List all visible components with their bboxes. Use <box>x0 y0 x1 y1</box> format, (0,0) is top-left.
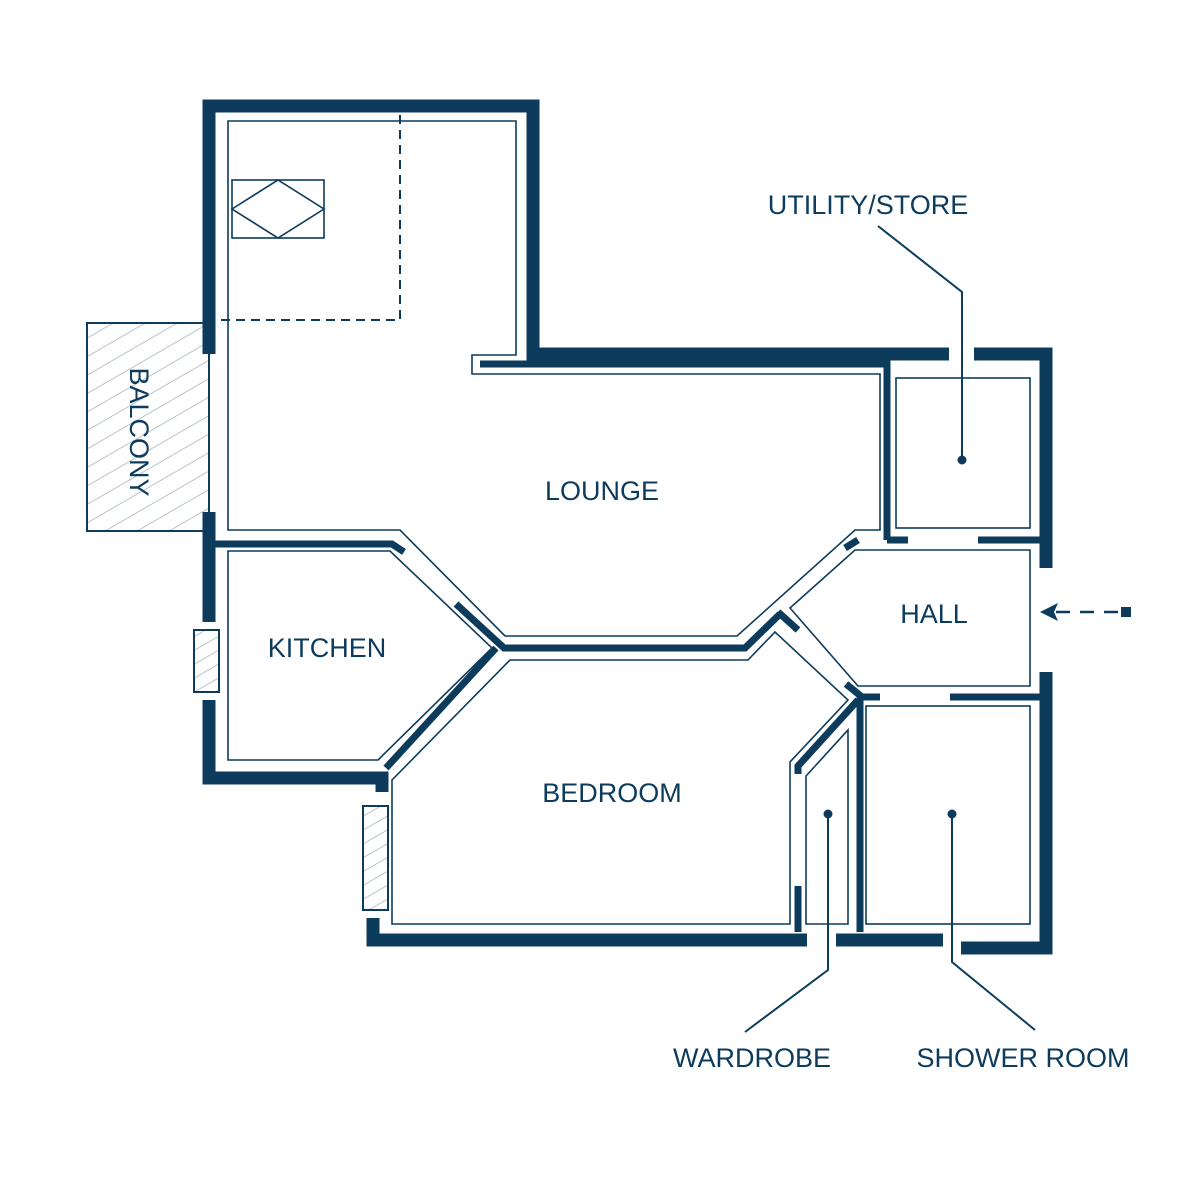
window-bedroom <box>362 805 389 911</box>
callout-label-wardrobe: WARDROBE <box>673 1043 831 1073</box>
entrance-arrow-icon <box>1040 603 1131 621</box>
room-label-balcony: BALCONY <box>124 367 154 496</box>
room-label-kitchen: KITCHEN <box>268 633 387 663</box>
balcony <box>86 322 210 532</box>
window-kitchen <box>193 629 220 693</box>
outer-walls <box>202 99 1053 955</box>
callout-label-utility-store: UTILITY/STORE <box>768 190 969 220</box>
internal-walls <box>215 360 1042 932</box>
callout-label-shower-room: SHOWER ROOM <box>917 1043 1130 1073</box>
fireplace-icon <box>230 179 326 239</box>
room-label-bedroom: BEDROOM <box>542 778 682 808</box>
room-label-lounge: LOUNGE <box>545 476 659 506</box>
inner-wall-lines <box>221 112 1031 925</box>
room-label-hall: HALL <box>900 599 968 629</box>
callout-leaders <box>744 225 1036 1033</box>
